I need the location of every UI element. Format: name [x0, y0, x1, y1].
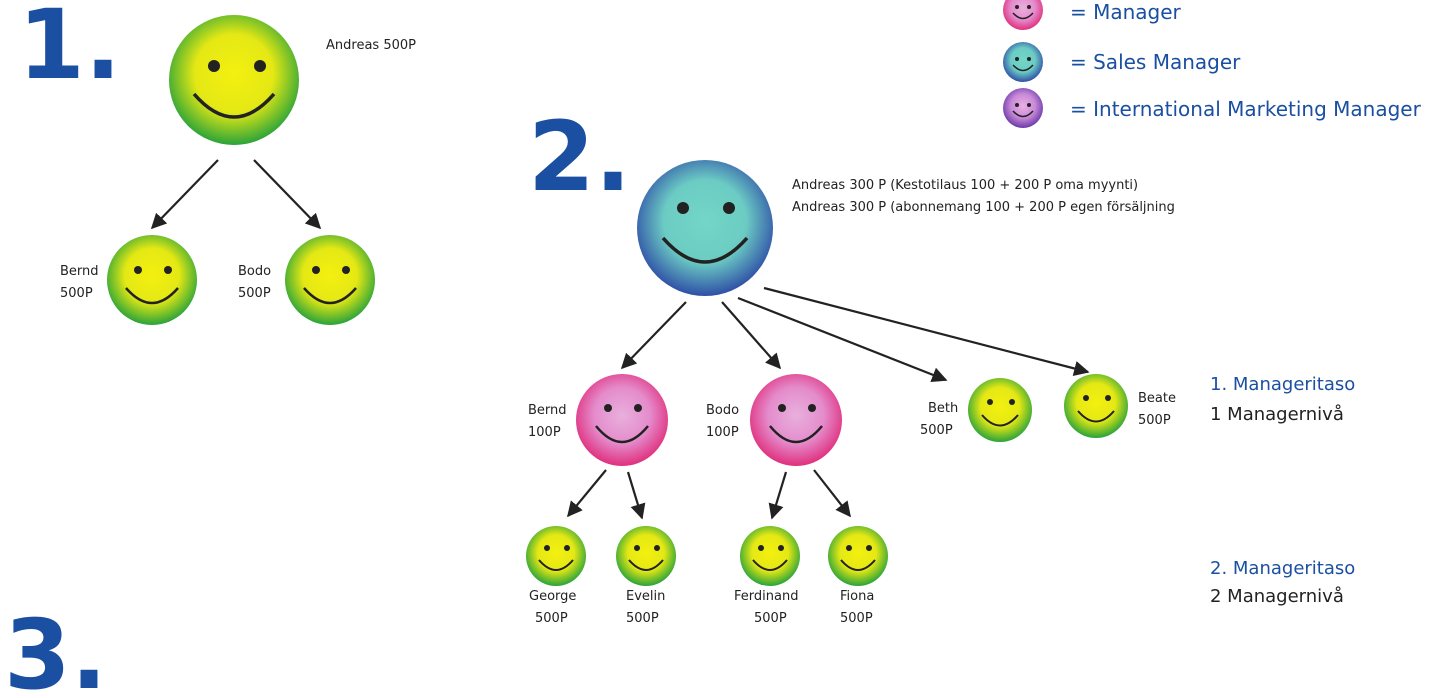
arrow — [721, 301, 782, 370]
evelin-smiley-green-icon — [616, 526, 676, 586]
bernd-smiley-pink-icon — [576, 374, 668, 466]
beate-smiley-green-icon — [1064, 374, 1128, 438]
arrow — [737, 296, 948, 383]
section1-root-label: Andreas 500P — [326, 38, 416, 53]
s1-bernd-name: Bernd — [60, 264, 99, 279]
bernd-smiley-green-icon — [107, 235, 197, 325]
arrow — [150, 159, 219, 230]
sales-manager-legend-icon — [1003, 42, 1043, 82]
s1-bodo-name: Bodo — [238, 264, 271, 279]
ferdinand-smiley-green-icon — [740, 526, 800, 586]
s2-bodo-points: 100P — [706, 425, 739, 440]
intl-marketing-manager-legend-icon — [1003, 88, 1043, 128]
andreas-smiley-green-icon — [169, 15, 299, 145]
fiona-points: 500P — [840, 611, 873, 626]
section-1-tree: Andreas 500P Bernd 500P Bodo 500P — [60, 15, 416, 325]
s2-beth-name: Beth — [928, 401, 958, 416]
section-2-tree: Andreas 300 P (Kestotilaus 100 + 200 P o… — [526, 160, 1176, 626]
arrow — [567, 469, 607, 518]
level2-sv-label: 2 Managernivå — [1210, 586, 1344, 607]
legend-sales-manager-label: = Sales Manager — [1070, 50, 1241, 74]
evelin-name: Evelin — [626, 589, 665, 604]
section-number-2: 2. — [528, 101, 631, 213]
evelin-points: 500P — [626, 611, 659, 626]
ferdinand-name: Ferdinand — [734, 589, 798, 604]
arrow — [813, 469, 851, 518]
s2-bodo-name: Bodo — [706, 403, 739, 418]
level1-fi-label: 1. Manageritaso — [1210, 374, 1355, 395]
arrow — [626, 471, 646, 520]
section-number-3: 3. — [4, 599, 107, 698]
arrow — [768, 471, 788, 520]
s1-bodo-points: 500P — [238, 286, 271, 301]
s2-beate-name: Beate — [1138, 391, 1176, 406]
section2-root-line1: Andreas 300 P (Kestotilaus 100 + 200 P o… — [792, 178, 1138, 193]
arrow — [253, 159, 322, 230]
beth-smiley-green-icon — [968, 378, 1032, 442]
section-number-1: 1. — [18, 0, 121, 101]
fiona-smiley-green-icon — [828, 526, 888, 586]
s2-bernd-name: Bernd — [528, 403, 567, 418]
bodo-smiley-pink-icon — [750, 374, 842, 466]
legend-manager-label: = Manager — [1070, 0, 1182, 24]
fiona-name: Fiona — [840, 589, 874, 604]
s2-bernd-points: 100P — [528, 425, 561, 440]
legend: = Manager = Sales Manager = Internationa… — [1003, 0, 1422, 128]
s1-bernd-points: 500P — [60, 286, 93, 301]
arrow — [763, 286, 1090, 376]
s2-beate-points: 500P — [1138, 413, 1171, 428]
legend-intl-marketing-manager-label: = International Marketing Manager — [1070, 97, 1422, 121]
level1-sv-label: 1 Managernivå — [1210, 404, 1344, 425]
ferdinand-points: 500P — [754, 611, 787, 626]
level2-fi-label: 2. Manageritaso — [1210, 558, 1355, 579]
bodo-smiley-green-icon — [285, 235, 375, 325]
manager-legend-icon — [1003, 0, 1043, 30]
arrow — [620, 301, 687, 370]
andreas-smiley-teal-icon — [637, 160, 773, 296]
george-name: George — [529, 589, 576, 604]
section2-root-line2: Andreas 300 P (abonnemang 100 + 200 P eg… — [792, 200, 1175, 215]
george-smiley-green-icon — [526, 526, 586, 586]
s2-beth-points: 500P — [920, 423, 953, 438]
george-points: 500P — [535, 611, 568, 626]
